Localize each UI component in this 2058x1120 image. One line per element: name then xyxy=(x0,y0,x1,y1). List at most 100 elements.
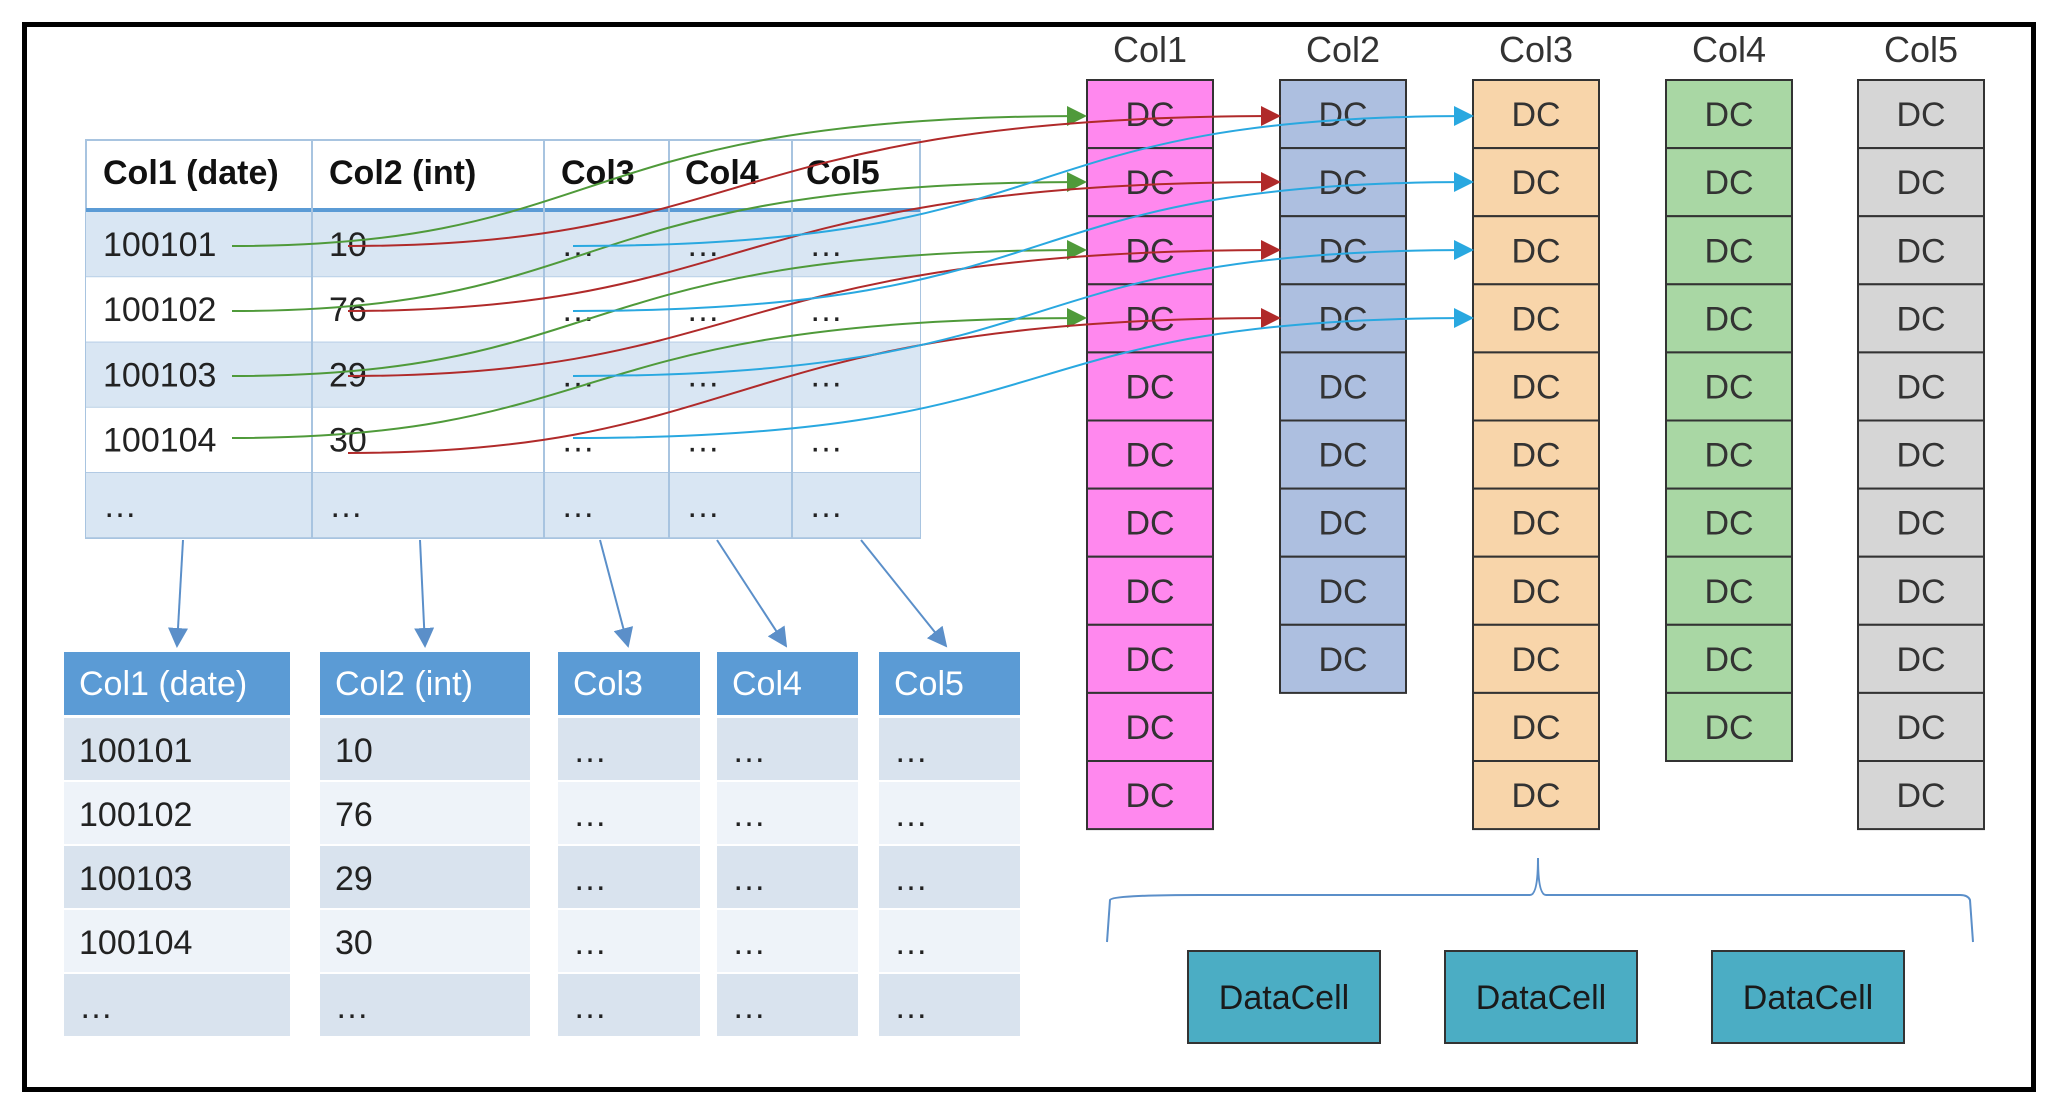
dc-cell-label: DC xyxy=(1896,96,1945,134)
dc-cell-label: DC xyxy=(1896,709,1945,747)
column-table-header xyxy=(320,652,530,715)
dc-cell-label: DC xyxy=(1896,641,1945,679)
column-table-cell: … xyxy=(573,860,607,898)
dc-cell xyxy=(1857,691,1985,763)
dc-cell-label: DC xyxy=(1896,573,1945,611)
row-table-cell: … xyxy=(686,422,720,460)
column-table-cell-bg xyxy=(717,782,858,844)
dc-cell-label: DC xyxy=(1511,505,1560,543)
dc-cell-label: DC xyxy=(1511,641,1560,679)
column-table-cell: … xyxy=(894,924,928,962)
map-arrow-col3-row3 xyxy=(572,240,1474,377)
dc-cell xyxy=(1472,147,1600,218)
column-table-header xyxy=(717,652,858,715)
dc-cell-label: DC xyxy=(1896,300,1945,338)
row-table-header-col4: Col4 xyxy=(685,154,759,192)
column-table-cell-bg xyxy=(64,974,290,1036)
map-arrow-col3-row2 xyxy=(572,172,1474,312)
column-table-cell: … xyxy=(335,988,369,1026)
row-table-cell: … xyxy=(686,487,720,525)
dc-cell-label: DC xyxy=(1511,709,1560,747)
dc-cell-label: DC xyxy=(1896,505,1945,543)
dc-cell-label: DC xyxy=(1318,437,1367,475)
column-table-cell-bg xyxy=(558,910,700,972)
dc-cell xyxy=(1665,215,1793,286)
dc-cell-label: DC xyxy=(1704,300,1753,338)
datacell-box xyxy=(1187,950,1381,1044)
storage-column-label: Col2 xyxy=(1306,29,1380,70)
dc-cell-label: DC xyxy=(1125,777,1174,815)
column-table-cell-bg xyxy=(558,718,700,780)
dc-cell-label: DC xyxy=(1511,232,1560,270)
dc-cell-label: DC xyxy=(1704,368,1753,406)
column-table-cell: … xyxy=(732,796,766,834)
column-table-cell-bg xyxy=(717,974,858,1036)
column-table-cell: 76 xyxy=(335,796,373,834)
column-table-cell: … xyxy=(732,732,766,770)
column-table-cell-bg xyxy=(320,846,530,908)
dc-cell-label: DC xyxy=(1704,505,1753,543)
dc-cell xyxy=(1086,760,1214,831)
row-table: Col1 (date) Col2 (int) Col3 Col4 Col5 10… xyxy=(85,139,921,539)
dc-cell xyxy=(1472,760,1600,831)
split-arrow-col5 xyxy=(860,539,948,648)
row-table-cell: 100102 xyxy=(103,291,216,329)
row-table-header-col3: Col3 xyxy=(561,154,635,192)
dc-cell xyxy=(1472,487,1600,558)
dc-cell xyxy=(1665,623,1793,694)
row-table-row xyxy=(86,407,920,473)
dc-cell-label: DC xyxy=(1704,232,1753,270)
column-table-cell: 100104 xyxy=(79,924,192,962)
column-table-cell-bg xyxy=(717,910,858,972)
column-tables: Col1 (date)100101100102100103100104…Col2… xyxy=(64,652,1020,1036)
dc-cell xyxy=(1086,419,1214,490)
column-table-cell: 100103 xyxy=(79,860,192,898)
column-table-cell-bg xyxy=(320,782,530,844)
datacell-brace xyxy=(1106,857,1974,943)
dc-cell xyxy=(1472,351,1600,422)
dc-cell xyxy=(1279,419,1407,490)
map-arrow-col3-row1 xyxy=(572,106,1474,247)
dc-cell-label: DC xyxy=(1511,96,1560,134)
row-table-header-col5: Col5 xyxy=(806,154,880,192)
dc-cell xyxy=(1279,215,1407,286)
dc-cell-label: DC xyxy=(1704,573,1753,611)
column-table-cell: … xyxy=(732,860,766,898)
datacell-label: DataCell xyxy=(1219,979,1349,1017)
dc-cell-label: DC xyxy=(1318,232,1367,270)
column-table-cell: … xyxy=(732,924,766,962)
column-table-header xyxy=(879,652,1020,715)
dc-cell xyxy=(1665,283,1793,354)
dc-cell xyxy=(1665,79,1793,150)
column-table-1: Col1 (date)100101100102100103100104… xyxy=(64,652,290,1036)
map-arrow-col1-row4 xyxy=(231,308,1087,439)
column-table-cell: … xyxy=(894,860,928,898)
dc-cell-label: DC xyxy=(1896,777,1945,815)
storage-column-label: Col1 xyxy=(1113,29,1187,70)
dc-cell xyxy=(1857,283,1985,354)
column-table-cell-bg xyxy=(64,718,290,780)
dc-cell xyxy=(1279,351,1407,422)
row-table-cell: … xyxy=(561,487,595,525)
column-table-cell-bg xyxy=(879,910,1020,972)
dc-cell-label: DC xyxy=(1318,164,1367,202)
dc-cell xyxy=(1279,487,1407,558)
column-table-cell: … xyxy=(894,732,928,770)
dc-cell-label: DC xyxy=(1511,300,1560,338)
datacell-box xyxy=(1444,950,1638,1044)
dc-cell xyxy=(1472,419,1600,490)
column-table-header-label: Col4 xyxy=(732,665,802,703)
dc-cell-label: DC xyxy=(1511,777,1560,815)
row-table-cell: … xyxy=(686,226,720,264)
row-table-cell: 100103 xyxy=(103,356,216,394)
storage-column-label: Col3 xyxy=(1499,29,1573,70)
dc-cell-label: DC xyxy=(1704,641,1753,679)
dc-cell xyxy=(1086,351,1214,422)
column-table-cell-bg xyxy=(558,846,700,908)
dc-cell-label: DC xyxy=(1125,641,1174,679)
